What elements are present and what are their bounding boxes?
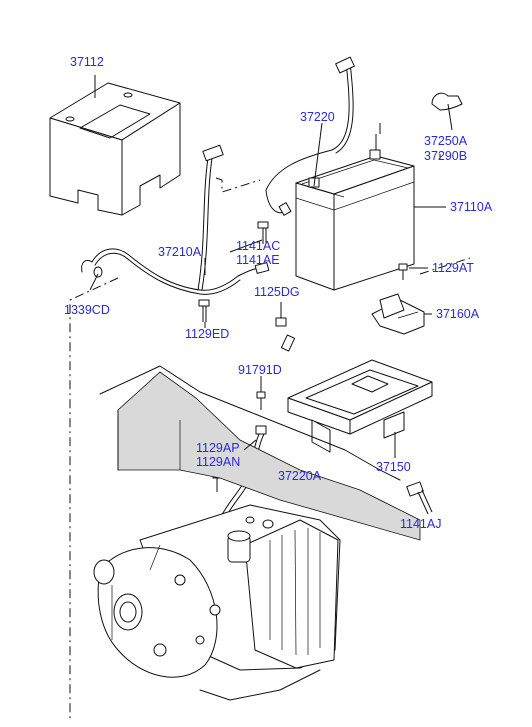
leader-lines xyxy=(204,123,441,451)
bolt-1129ED xyxy=(198,299,210,322)
bolt-1141AC xyxy=(257,221,269,244)
label-1125DG: 1125DG xyxy=(254,285,300,299)
body-panel xyxy=(99,365,421,541)
bolt-1141AJ xyxy=(406,481,433,515)
battery-tray-37150 xyxy=(287,359,433,458)
part-labels: 37112 37220 37250A 37290B 37110A 37210A … xyxy=(64,55,493,531)
label-37150: 37150 xyxy=(376,460,411,474)
bolt-1129AT xyxy=(398,263,428,280)
nut-1125DG xyxy=(275,302,296,352)
label-37220A: 37220A xyxy=(278,469,322,483)
label-1141AC: 1141AC xyxy=(236,239,280,253)
bracket-37160A xyxy=(371,293,432,335)
label-37160A: 37160A xyxy=(436,307,480,321)
terminal-cap-37250A xyxy=(431,92,463,131)
label-91791D: 91791D xyxy=(238,363,282,377)
label-1141AJ: 1141AJ xyxy=(400,517,441,531)
label-1339CD: 1339CD xyxy=(64,303,110,317)
label-1129ED: 1129ED xyxy=(185,327,229,341)
label-1129AP: 1129AP xyxy=(196,441,240,455)
transaxle-assembly xyxy=(93,504,341,701)
cable-37220 xyxy=(265,56,377,216)
battery-37110A xyxy=(295,149,446,291)
label-37250A: 37250A xyxy=(424,134,468,148)
label-1129AT: 1129AT xyxy=(432,261,474,275)
label-37112: 37112 xyxy=(70,55,104,69)
label-1141AE: 1141AE xyxy=(236,253,280,267)
label-37290B: 37290B xyxy=(424,149,467,163)
label-37110A: 37110A xyxy=(450,200,493,214)
label-37220: 37220 xyxy=(300,110,335,124)
cable-37210A xyxy=(81,144,270,295)
label-1129AN: 1129AN xyxy=(196,455,240,469)
label-37210A: 37210A xyxy=(158,245,202,259)
battery-cover-37112 xyxy=(49,75,181,216)
bolt-91791D xyxy=(256,378,266,410)
